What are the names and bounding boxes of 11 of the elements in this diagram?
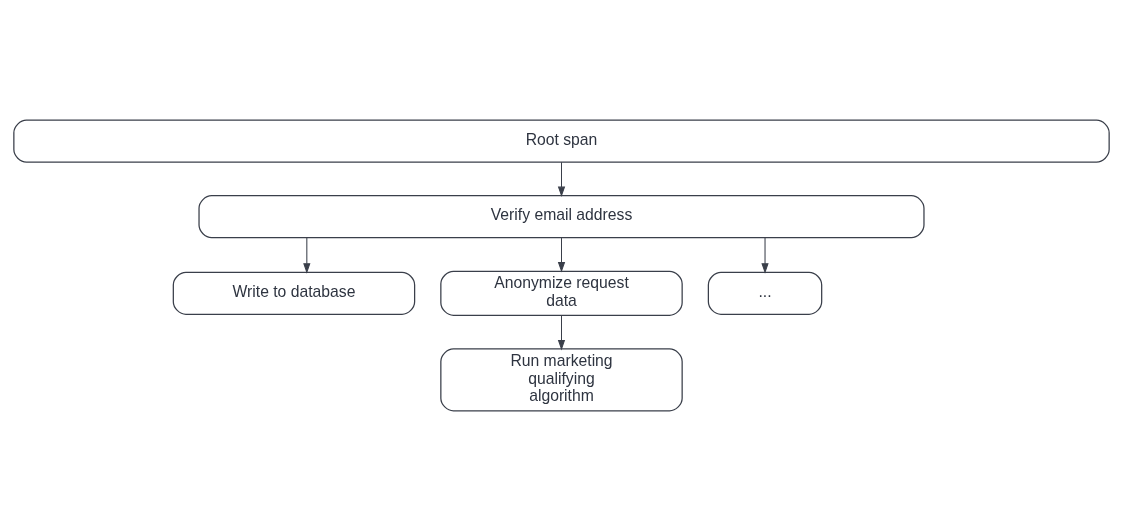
arrow — [761, 237, 769, 274]
arrow — [557, 315, 566, 351]
arrow — [303, 237, 311, 274]
node-box: Root span — [13, 119, 1110, 163]
arrow — [557, 237, 566, 273]
node-box: Verify email address — [198, 195, 925, 239]
node-box: ... — [707, 271, 823, 315]
node-box: Run marketing qualifying algorithm — [440, 348, 683, 412]
arrow — [557, 161, 566, 198]
node-box: Anonymize request data — [440, 270, 683, 316]
node-box: Write to database — [172, 271, 416, 315]
